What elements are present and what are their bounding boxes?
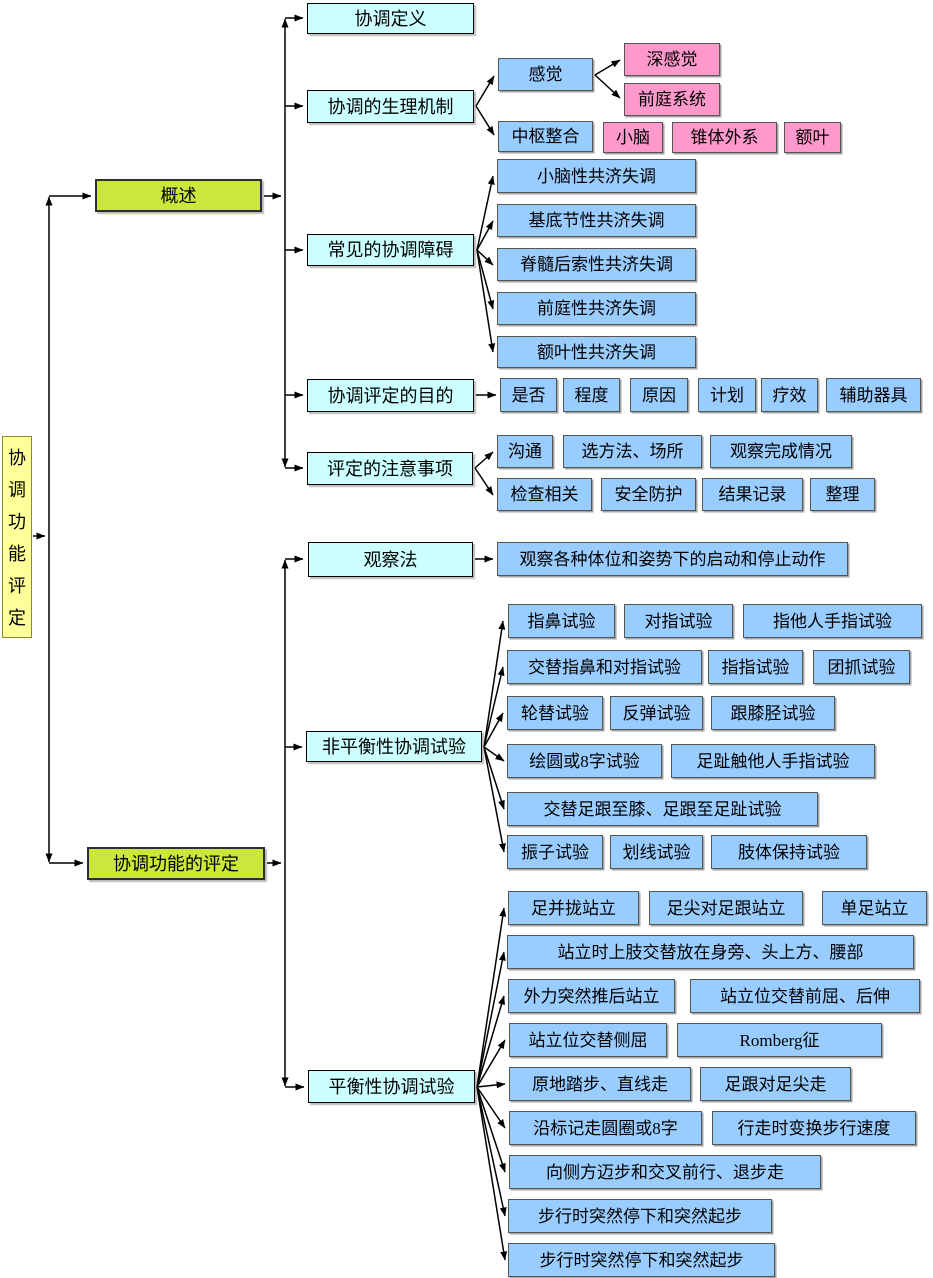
node-mass-grasp[interactable]: 团抓试验 <box>813 650 910 684</box>
node-frontal-lobe[interactable]: 额叶 <box>784 122 841 153</box>
node-vestibular-ataxia[interactable]: 前庭性共济失调 <box>497 292 696 325</box>
node-purpose-aids[interactable]: 辅助器具 <box>826 378 921 412</box>
node-method-site[interactable]: 选方法、场所 <box>563 435 702 468</box>
node-march-straight-walk[interactable]: 原地踏步、直线走 <box>509 1067 691 1101</box>
node-finger-nose[interactable]: 指鼻试验 <box>508 604 615 638</box>
node-limb-holding[interactable]: 肢体保持试验 <box>711 835 867 869</box>
node-draw-circle-figure8[interactable]: 绘圆或8字试验 <box>507 744 662 778</box>
node-basal-ganglia-ataxia[interactable]: 基底节性共济失调 <box>497 204 696 237</box>
node-alternate-heel-knee-toe[interactable]: 交替足跟至膝、足跟至足趾试验 <box>507 792 818 826</box>
node-cerebellar-ataxia[interactable]: 小脑性共济失调 <box>497 159 696 193</box>
node-alternating-movement[interactable]: 轮替试验 <box>507 696 603 730</box>
node-pendulum[interactable]: 振子试验 <box>507 835 603 869</box>
node-rebound[interactable]: 反弹试验 <box>610 696 703 730</box>
node-point-others-finger[interactable]: 指他人手指试验 <box>743 604 922 638</box>
node-sudden-stop-start-1[interactable]: 步行时突然停下和突然起步 <box>508 1199 772 1233</box>
node-alternate-nose-finger[interactable]: 交替指鼻和对指试验 <box>507 650 702 684</box>
node-sudden-stop-start-2[interactable]: 步行时突然停下和突然起步 <box>508 1243 775 1277</box>
node-purpose-plan[interactable]: 计划 <box>698 378 756 412</box>
node-purpose-cause[interactable]: 原因 <box>630 378 688 412</box>
node-equilibrium[interactable]: 平衡性协调试验 <box>308 1070 475 1103</box>
node-line-drawing[interactable]: 划线试验 <box>610 835 703 869</box>
node-posterior-column-ataxia[interactable]: 脊髓后索性共济失调 <box>497 248 696 281</box>
node-purpose-whether[interactable]: 是否 <box>500 378 557 412</box>
node-safety-protection[interactable]: 安全防护 <box>601 478 696 511</box>
node-walk-marked-circle[interactable]: 沿标记走圆圈或8字 <box>509 1111 702 1145</box>
node-observe-completion[interactable]: 观察完成情况 <box>710 435 852 468</box>
node-physiology[interactable]: 协调的生理机制 <box>307 90 474 123</box>
node-central-integration[interactable]: 中枢整合 <box>498 121 593 152</box>
node-definition[interactable]: 协调定义 <box>307 3 474 34</box>
node-exam-related[interactable]: 检查相关 <box>497 478 592 511</box>
node-result-recording[interactable]: 结果记录 <box>702 478 803 511</box>
node-common-disorders[interactable]: 常见的协调障碍 <box>307 234 474 266</box>
node-communication[interactable]: 沟通 <box>497 435 553 468</box>
node-finger-opposition[interactable]: 对指试验 <box>624 604 733 638</box>
node-assessment[interactable]: 协调功能的评定 <box>87 847 265 880</box>
node-frontal-ataxia[interactable]: 额叶性共济失调 <box>497 336 696 368</box>
node-precautions[interactable]: 评定的注意事项 <box>307 452 473 485</box>
node-purpose[interactable]: 协调评定的目的 <box>307 379 474 412</box>
node-cerebellum[interactable]: 小脑 <box>603 122 663 153</box>
node-push-stand[interactable]: 外力突然推后站立 <box>508 979 675 1013</box>
node-observation-method[interactable]: 观察法 <box>308 542 473 577</box>
node-single-leg-stand[interactable]: 单足站立 <box>822 891 927 925</box>
node-stand-flexion-extension[interactable]: 站立位交替前屈、后伸 <box>690 979 920 1013</box>
node-change-walking-speed[interactable]: 行走时变换步行速度 <box>712 1111 916 1145</box>
node-vestibular-system[interactable]: 前庭系统 <box>624 83 720 116</box>
node-finger-pointing[interactable]: 指指试验 <box>708 650 803 684</box>
node-romberg-sign[interactable]: Romberg征 <box>677 1023 882 1057</box>
node-side-step-cross-walk[interactable]: 向侧方迈步和交叉前行、退步走 <box>509 1155 821 1189</box>
node-overview[interactable]: 概述 <box>95 179 262 212</box>
node-observation-desc[interactable]: 观察各种体位和姿势下的启动和停止动作 <box>497 542 848 576</box>
node-feet-together-stand[interactable]: 足并拢站立 <box>508 891 639 925</box>
node-toe-to-heel-stand[interactable]: 足尖对足跟站立 <box>649 891 803 925</box>
node-heel-to-toe-walk[interactable]: 足跟对足尖走 <box>700 1067 851 1101</box>
node-sensation[interactable]: 感觉 <box>498 58 593 91</box>
node-purpose-degree[interactable]: 程度 <box>563 378 620 412</box>
node-root[interactable]: 协调功能评定 <box>2 436 32 638</box>
node-deep-sensation[interactable]: 深感觉 <box>624 43 720 76</box>
node-toe-touch-finger[interactable]: 足趾触他人手指试验 <box>671 744 875 778</box>
node-stand-lateral-flexion[interactable]: 站立位交替侧屈 <box>509 1023 667 1057</box>
node-nonequilibrium[interactable]: 非平衡性协调试验 <box>306 731 482 762</box>
node-extrapyramidal-system[interactable]: 锥体外系 <box>672 122 777 153</box>
node-tidying[interactable]: 整理 <box>810 478 875 511</box>
node-purpose-efficacy[interactable]: 疗效 <box>761 378 818 412</box>
node-arms-positions-stand[interactable]: 站立时上肢交替放在身旁、头上方、腰部 <box>507 935 914 969</box>
node-heel-knee-shin[interactable]: 跟膝胫试验 <box>711 696 835 730</box>
